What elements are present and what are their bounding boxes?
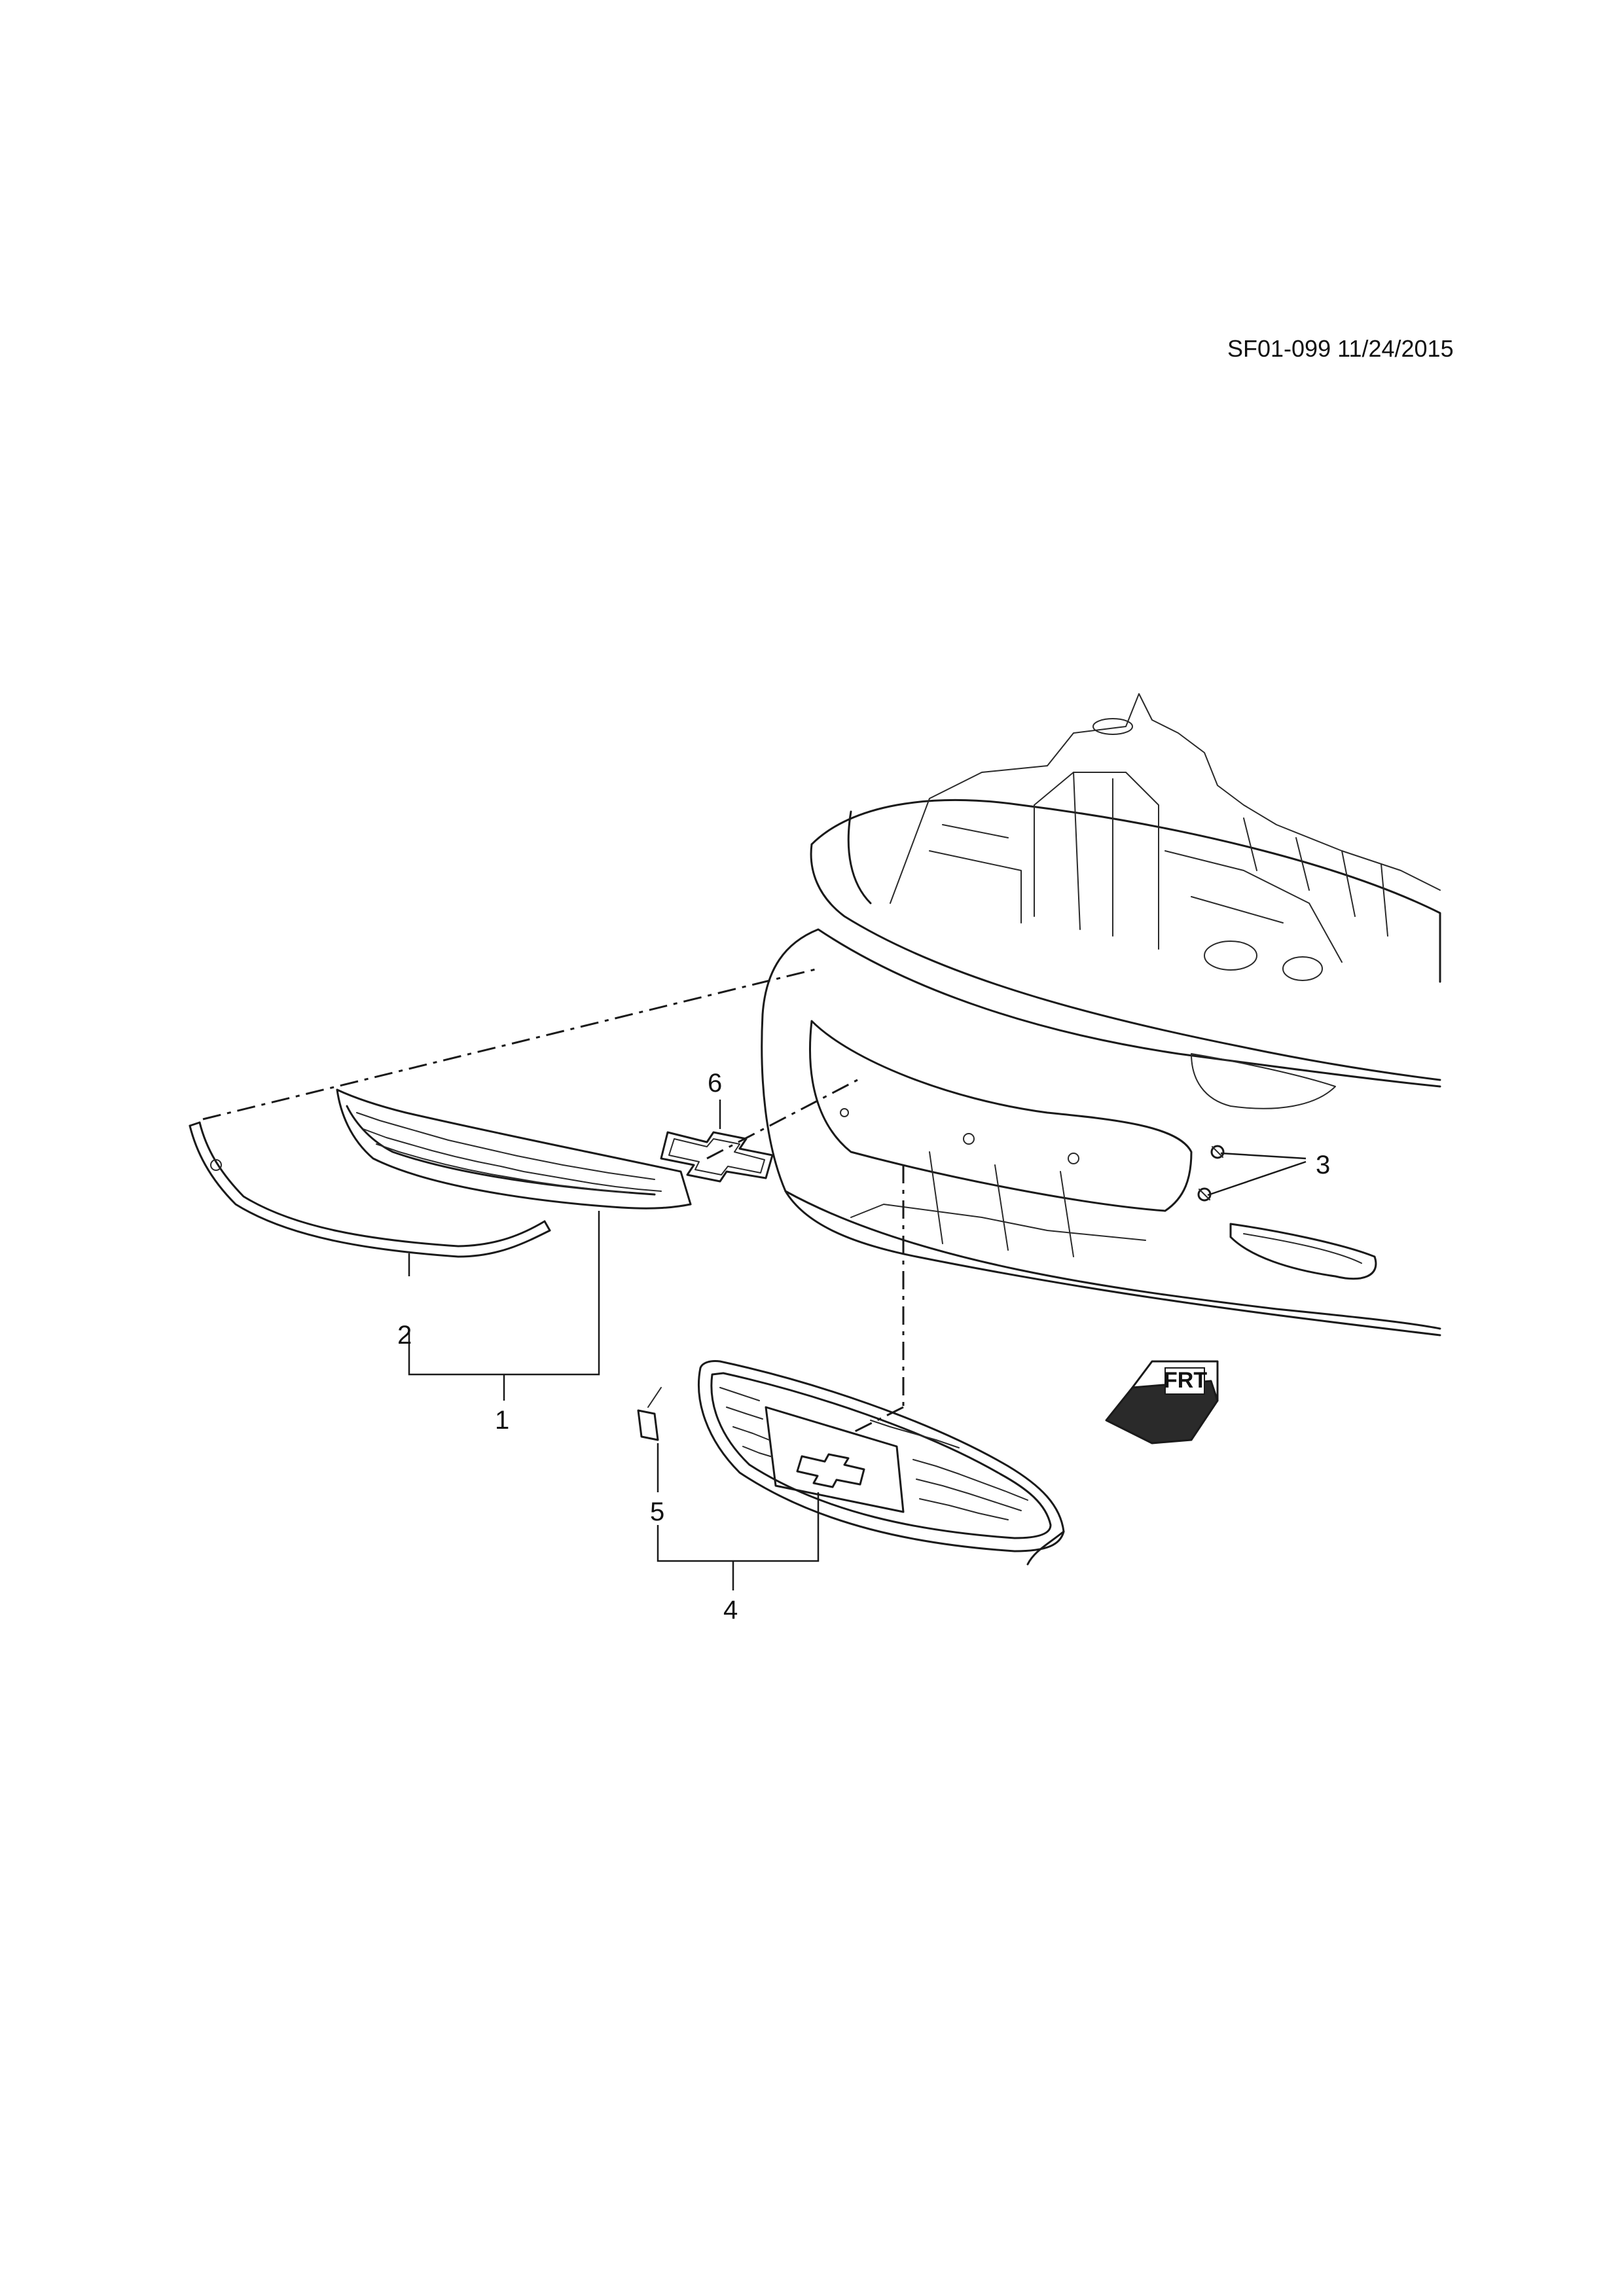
- callout-5: 5: [650, 1498, 665, 1526]
- part-2-grille-molding: [189, 1121, 551, 1258]
- front-direction-arrow: [1105, 1360, 1219, 1444]
- callout-4: 4: [723, 1596, 738, 1624]
- assembly-centerlines: [202, 967, 905, 1435]
- callout-6: 6: [708, 1069, 723, 1098]
- part-3-clips: [1197, 1145, 1225, 1202]
- frt-arrow-label: FRT: [1164, 1368, 1208, 1393]
- callout-3: 3: [1316, 1151, 1331, 1179]
- document-reference: SF01-099 11/24/2015: [1227, 335, 1454, 362]
- vehicle-front-end: [761, 693, 1441, 1336]
- part-4-grille-assembly: [698, 1360, 1065, 1566]
- part-5-insert: [637, 1387, 662, 1441]
- callout-2: 2: [397, 1321, 412, 1350]
- callout-1: 1: [495, 1406, 510, 1435]
- part-6-bowtie-emblem: [660, 1131, 774, 1183]
- part-1-upper-grille: [336, 1088, 692, 1210]
- callout-leaders: [408, 1100, 1307, 1590]
